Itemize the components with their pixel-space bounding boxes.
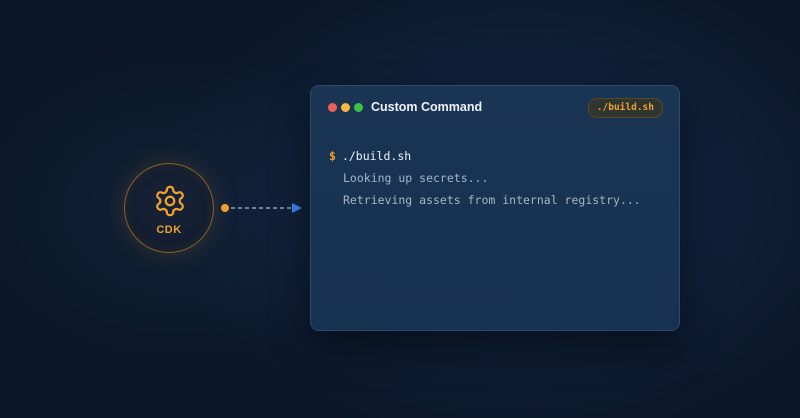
connector-arrow	[221, 203, 302, 213]
script-badge: ./build.sh	[587, 98, 663, 118]
terminal-output: $ ./build.sh Looking up secrets... Retrie…	[329, 148, 665, 214]
output-line: Retrieving assets from internal registry…	[343, 193, 641, 207]
output-line: Looking up secrets...	[343, 171, 489, 185]
terminal-titlebar: Custom Command ./build.sh	[311, 86, 679, 130]
command-text: ./build.sh	[341, 149, 412, 163]
arrow-head-icon	[292, 203, 302, 213]
cdk-node: CDK	[124, 163, 214, 253]
cdk-label: CDK	[156, 224, 182, 236]
command-line: $ ./build.sh	[329, 148, 665, 170]
maximize-window-button[interactable]	[354, 103, 363, 112]
minimize-window-button[interactable]	[341, 103, 350, 112]
close-window-button[interactable]	[328, 103, 337, 112]
gear-icon	[156, 185, 184, 217]
terminal-window: Custom Command ./build.sh $ ./build.sh Lo…	[310, 85, 680, 331]
prompt-symbol: $	[329, 149, 336, 163]
connector-start-dot	[221, 204, 229, 212]
window-title: Custom Command	[371, 100, 483, 114]
